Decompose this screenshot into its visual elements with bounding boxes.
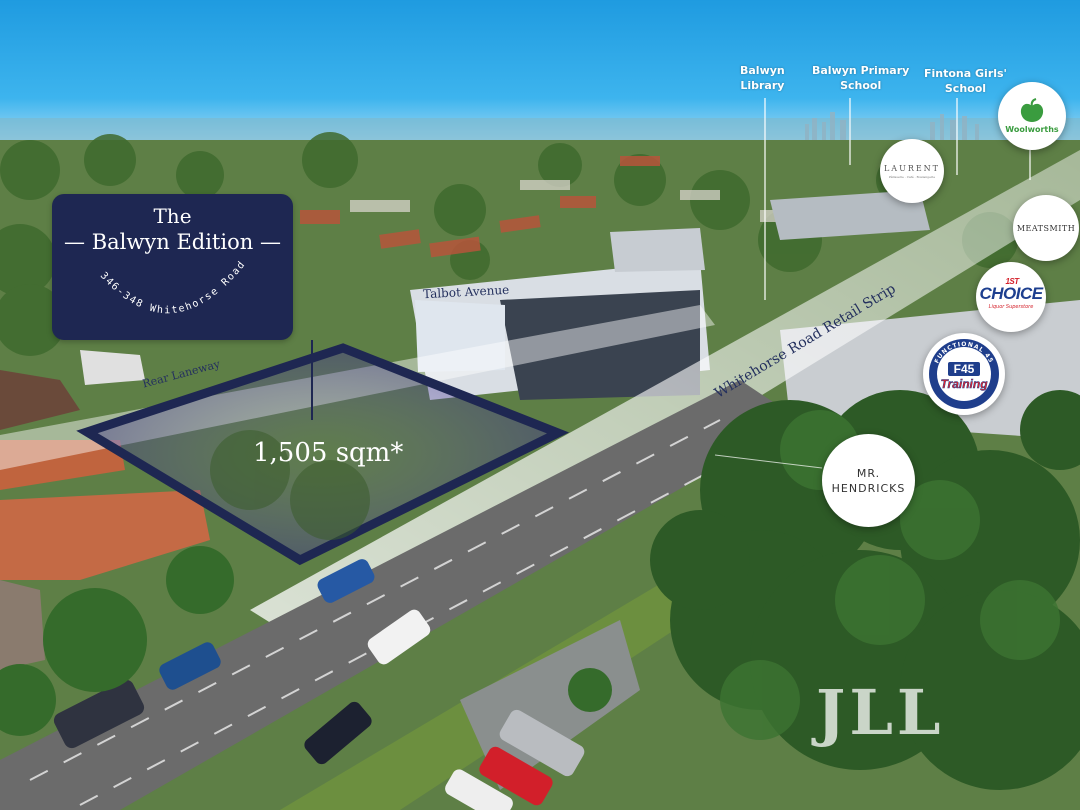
choice-sub: Liquor Superstore — [988, 304, 1034, 310]
poi-fintona: Fintona Girls' School — [924, 66, 1007, 96]
poi-fintona-line1: Fintona Girls' — [924, 67, 1007, 80]
poi-library-line2: Library — [740, 79, 785, 92]
svg-text:346-348 Whitehorse Road: 346-348 Whitehorse Road — [98, 259, 248, 317]
laurent-sub: Pâtisserie · Café · Boulangerie — [888, 174, 936, 179]
1st-choice-logo: CHOICE 1ST Liquor Superstore — [976, 262, 1046, 332]
choice-wordmark: CHOICE 1ST — [979, 277, 1043, 304]
poi-balwyn-primary: Balwyn Primary School — [812, 63, 909, 93]
property-title-badge: The — Balwyn Edition — 346-348 Whitehors… — [52, 194, 293, 340]
choice-text: CHOICE — [979, 284, 1043, 303]
poi-primary-line2: School — [840, 79, 882, 92]
laurent-text: LAURENT — [883, 163, 941, 173]
badge-the: The — [153, 204, 192, 228]
badge-address: 346-348 Whitehorse Road — [98, 259, 247, 317]
mr-hendricks-logo: MR. HENDRICKS — [822, 434, 915, 527]
f45-sub: Training — [940, 377, 988, 391]
hendricks-line2: HENDRICKS — [831, 481, 906, 495]
meatsmith-logo: MEATSMITH — [1013, 195, 1079, 261]
jll-watermark: JLL — [816, 676, 945, 749]
jll-text: JLL — [816, 676, 945, 749]
meatsmith-text: MEATSMITH — [1016, 223, 1076, 233]
woolworths-logo: Woolworths — [998, 82, 1066, 150]
choice-sup: 1ST — [1005, 277, 1019, 286]
f45-text: F45 — [954, 362, 975, 376]
poi-fintona-line2: School — [944, 82, 987, 95]
hendricks-line1: MR. — [856, 466, 881, 480]
poi-primary-line1: Balwyn Primary — [812, 64, 910, 77]
laurent-logo: LAURENT Pâtisserie · Café · Boulangerie — [880, 139, 944, 203]
f45-training-logo: FUNCTIONAL 45 F45 Training — [923, 333, 1005, 415]
poi-library-line1: Balwyn — [740, 64, 785, 77]
poi-balwyn-library: Balwyn Library — [740, 63, 785, 93]
woolworths-text: Woolworths — [1005, 125, 1059, 134]
woolworths-apple-icon — [1020, 98, 1044, 122]
badge-address-arc: 346-348 Whitehorse Road — [98, 259, 248, 317]
badge-name: — Balwyn Edition — — [64, 230, 281, 254]
f45-badge: FUNCTIONAL 45 F45 Training — [929, 339, 999, 409]
site-area-label: 1,505 sqm* — [253, 438, 404, 468]
